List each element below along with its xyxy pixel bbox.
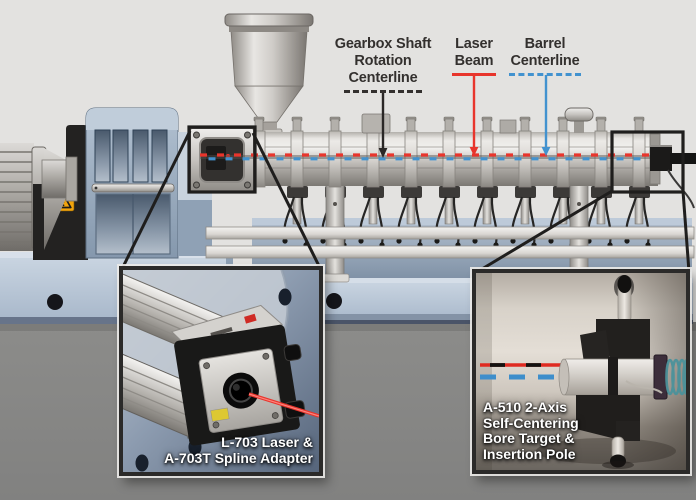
caption-line: Bore Target & xyxy=(483,430,575,446)
laser-device xyxy=(170,304,306,446)
target-inset-caption: A-510 2-Axis Self-Centering Bore Target … xyxy=(483,399,579,462)
callout-gearbox-shaft: Gearbox Shaft Rotation Centerline xyxy=(318,36,448,93)
bolt-hole xyxy=(278,288,292,306)
gearbox-callout-arrow xyxy=(378,92,388,158)
black-dashed-underline xyxy=(344,90,422,93)
support-rails xyxy=(205,226,695,259)
inset-laser-closeup: L-703 Laser & A-703T Spline Adapter xyxy=(76,198,323,476)
callout-line: Rotation xyxy=(354,53,412,69)
feed-hopper xyxy=(224,13,314,147)
blue-dashed-underline xyxy=(509,73,581,76)
caption-line: L-703 Laser & xyxy=(221,434,313,450)
target-lower-leg xyxy=(576,395,640,469)
extruder-barrel xyxy=(250,107,661,188)
callout-line: Barrel xyxy=(524,36,566,52)
bore-target-art xyxy=(476,273,692,470)
yellow-label xyxy=(210,407,230,422)
callout-line: Gearbox Shaft xyxy=(334,36,432,52)
barrel-callout-arrow xyxy=(541,75,551,156)
inset-bore-target-closeup: A-510 2-Axis Self-Centering Bore Target … xyxy=(472,269,692,474)
laser-callout-arrow xyxy=(469,75,479,156)
coupling-housing xyxy=(33,125,88,260)
callout-line: Beam xyxy=(454,53,494,69)
bolt-hole xyxy=(135,454,149,472)
callout-laser-beam: Laser Beam xyxy=(446,36,502,76)
callout-line: Centerline xyxy=(510,53,580,69)
callout-line: Laser xyxy=(455,36,493,52)
callout-barrel-centerline: Barrel Centerline xyxy=(506,36,584,76)
zoom-callout-right xyxy=(476,130,691,274)
caption-line: A-703T Spline Adapter xyxy=(164,449,313,466)
centerline-dashes xyxy=(200,153,652,161)
caption-line: Self-Centering xyxy=(483,414,579,431)
target-body xyxy=(558,354,692,400)
lantern-frame xyxy=(189,127,255,193)
handwheel-knob xyxy=(564,107,594,133)
zoom-callout-left xyxy=(120,125,323,271)
target-upper-leg xyxy=(580,275,650,363)
caption-line: A-510 2-Axis xyxy=(483,399,568,415)
laser-inset-caption: L-703 Laser & A-703T Spline Adapter xyxy=(164,434,313,466)
caption-line: Insertion Pole xyxy=(483,445,576,462)
callout-line: Centerline xyxy=(348,70,418,86)
red-solid-underline xyxy=(452,73,496,76)
